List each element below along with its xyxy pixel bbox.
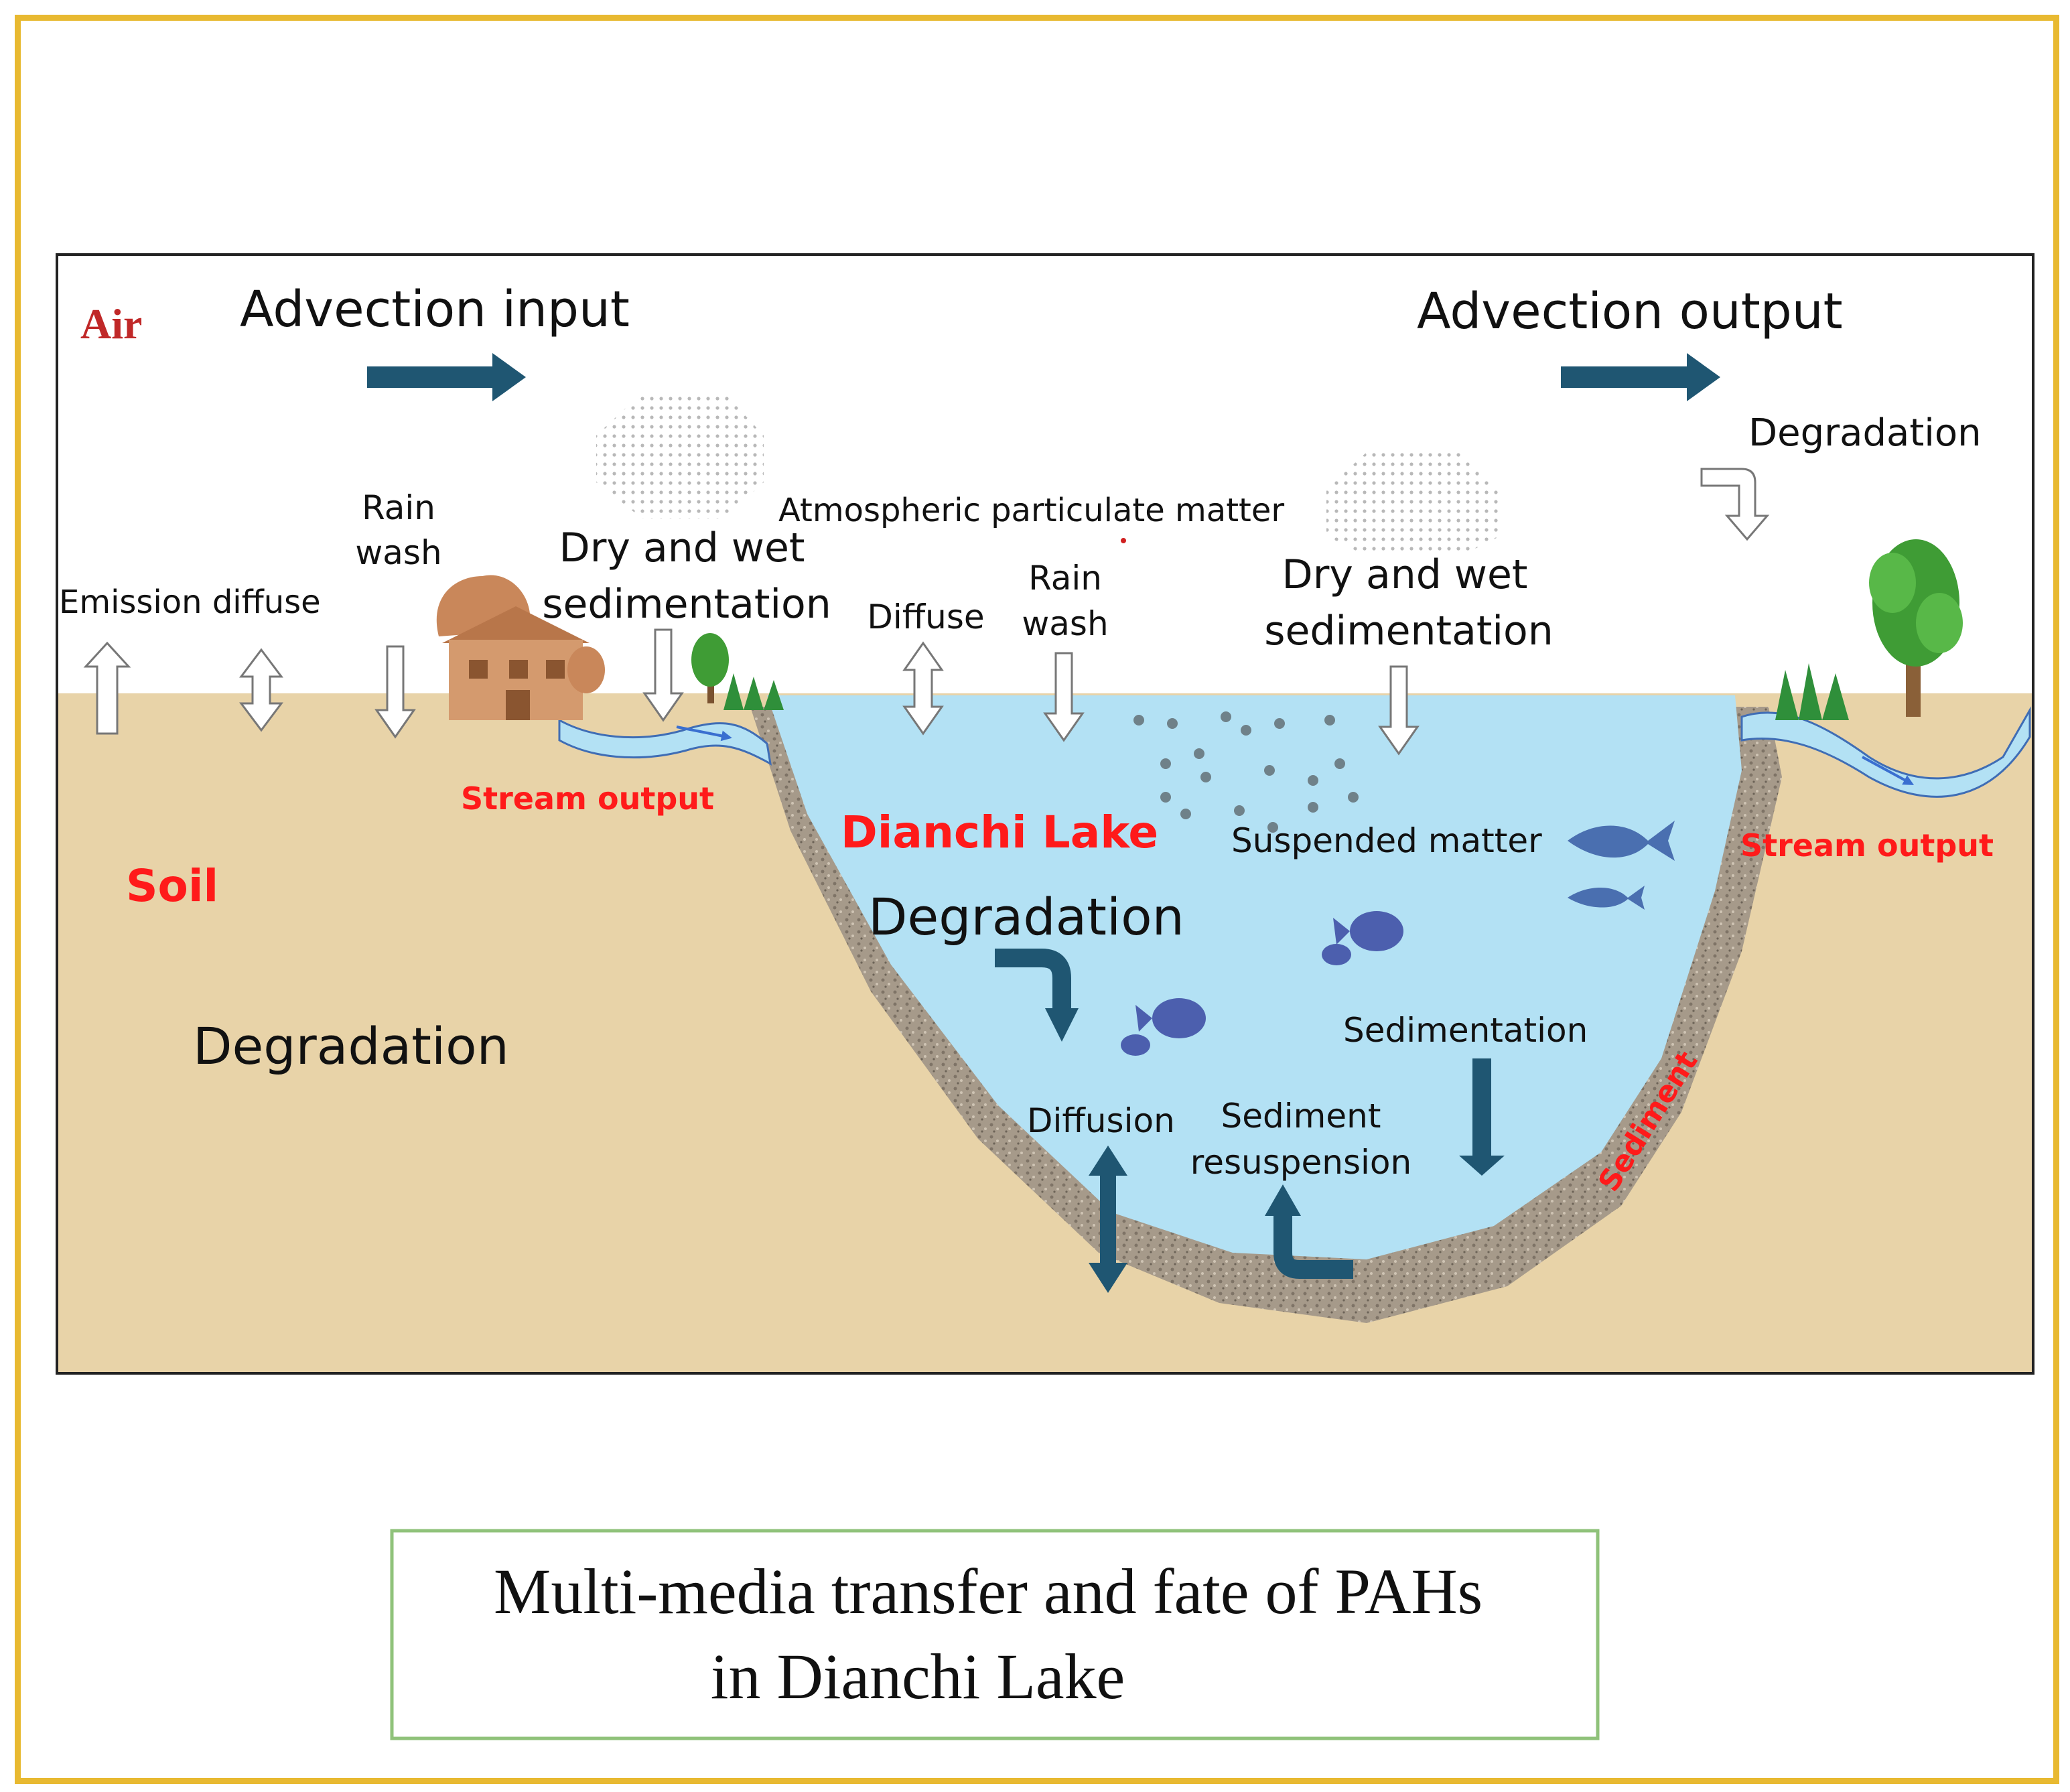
dry-wet-land-label-line1: Dry and wet bbox=[559, 525, 805, 571]
particle-dot bbox=[1121, 538, 1126, 543]
panel-border bbox=[56, 253, 2034, 1375]
dry-wet-lake-label-line1: Dry and wet bbox=[1282, 551, 1528, 598]
grass-icon-left bbox=[723, 673, 784, 710]
outer-frame bbox=[15, 15, 2059, 1784]
soil-label: Soil bbox=[126, 860, 218, 912]
advection-input-arrow bbox=[367, 353, 526, 401]
advection-output-arrow bbox=[1561, 353, 1720, 401]
rain-wash-land-label-line2: wash bbox=[355, 533, 441, 572]
lake-water bbox=[767, 695, 1742, 1259]
fish-icon-group-2 bbox=[1121, 998, 1206, 1056]
dry-wet-lake-label-line2: sedimentation bbox=[1264, 608, 1554, 654]
dry-wet-land-label-line2: sedimentation bbox=[542, 581, 831, 628]
stream-output-right-label: Stream output bbox=[1740, 827, 1994, 864]
sediment-resuspension-label-line1: Sediment bbox=[1221, 1097, 1381, 1135]
fish-icon-tuna-small bbox=[1568, 886, 1645, 910]
rain-wash-lake-label-line2: wash bbox=[1022, 604, 1108, 643]
diffusion-arrow bbox=[1089, 1146, 1127, 1293]
sediment-resuspension-label-line2: resuspension bbox=[1190, 1143, 1411, 1182]
degradation-air-label: Degradation bbox=[1748, 411, 1982, 455]
rain-wash-lake-arrow bbox=[1043, 652, 1085, 742]
diffuse-lake-arrow bbox=[902, 641, 944, 736]
suspended-matter-label: Suspended matter bbox=[1231, 821, 1542, 860]
left-stream bbox=[558, 718, 772, 766]
sedimentation-label: Sedimentation bbox=[1343, 1011, 1588, 1050]
house-icon bbox=[436, 575, 605, 720]
degradation-air-arrow bbox=[1700, 468, 1770, 541]
sedimentation-arrow bbox=[1459, 1058, 1505, 1176]
fish-icon-tuna-large bbox=[1568, 821, 1675, 861]
dianchi-lake-label: Dianchi Lake bbox=[841, 807, 1158, 858]
emission-up-arrow bbox=[83, 641, 131, 735]
caption-box bbox=[390, 1529, 1600, 1740]
advection-input-label: Advection input bbox=[240, 281, 630, 338]
grass-icon-right bbox=[1775, 663, 1849, 720]
caption-line2: in Dianchi Lake bbox=[711, 1641, 1125, 1712]
tree-icon-left bbox=[691, 633, 729, 703]
right-stream bbox=[1740, 706, 2031, 798]
dry-wet-lake-arrow bbox=[1378, 665, 1420, 756]
fish-icon-group-1 bbox=[1322, 911, 1403, 965]
particulate-cloud-right bbox=[1326, 452, 1501, 556]
sediment-resuspension-arrow bbox=[1265, 1184, 1353, 1279]
degradation-soil-label: Degradation bbox=[193, 1016, 509, 1076]
diffusion-label: Diffusion bbox=[1027, 1101, 1175, 1140]
rain-wash-land-label-line1: Rain bbox=[362, 488, 435, 527]
degradation-lake-label: Degradation bbox=[868, 887, 1184, 947]
caption-line1: Multi-media transfer and fate of PAHs bbox=[494, 1556, 1482, 1627]
atmospheric-particulate-label: Atmospheric particulate matter bbox=[778, 492, 1284, 529]
degradation-lake-arrow bbox=[995, 949, 1079, 1042]
emission-diffuse-label: Emission diffuse bbox=[59, 583, 321, 621]
diagram-panel bbox=[56, 253, 2034, 1375]
dry-wet-land-arrow bbox=[642, 628, 684, 722]
particulate-cloud-left bbox=[596, 392, 764, 519]
air-label: Air bbox=[80, 300, 142, 348]
diffuse-lake-label: Diffuse bbox=[867, 598, 984, 636]
tree-icon-right bbox=[1869, 539, 1963, 717]
rain-wash-lake-label-line1: Rain bbox=[1028, 559, 1102, 598]
emission-diffuse-arrow bbox=[239, 648, 283, 732]
advection-output-label: Advection output bbox=[1417, 283, 1843, 340]
suspended-particles bbox=[1133, 711, 1359, 833]
stream-output-left-label: Stream output bbox=[461, 780, 714, 817]
rain-wash-land-arrow bbox=[374, 645, 416, 739]
